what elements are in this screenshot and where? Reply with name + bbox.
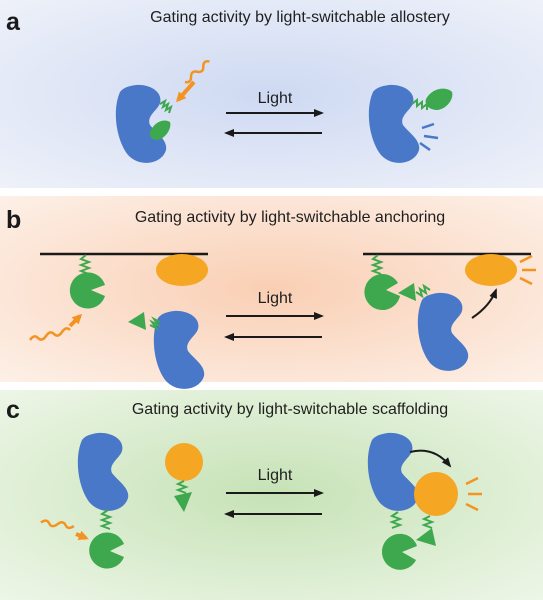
linker-spring <box>175 480 189 494</box>
photoswitch-domain <box>364 274 400 311</box>
protein-shape <box>77 432 129 511</box>
linker-spring <box>415 283 431 299</box>
photoswitch-domain <box>149 120 171 140</box>
protein-shape <box>153 310 205 389</box>
panel-c-label: c <box>6 396 20 424</box>
light-wave-icon <box>40 519 75 530</box>
light-wave-icon <box>184 60 210 84</box>
panel-a-label: a <box>6 8 21 36</box>
photoswitch-peptide <box>174 492 192 512</box>
partner-protein <box>414 472 458 516</box>
photoswitch-domain <box>89 532 124 569</box>
light-arrow-icon <box>176 80 196 103</box>
activity-signal-icon <box>419 122 439 152</box>
activity-signal-icon <box>465 476 482 512</box>
panel-c-background <box>0 390 543 600</box>
protein-shape <box>368 84 420 163</box>
linker-spring <box>149 316 161 331</box>
partner-protein <box>165 443 203 481</box>
linker-spring <box>370 254 384 275</box>
activity-signal-icon <box>519 254 536 286</box>
photoswitch-peptide <box>398 283 416 301</box>
light-arrow-icon <box>75 530 89 541</box>
protein-shape <box>115 84 167 163</box>
panel-b: b Gating activity by light-switchable an… <box>0 196 543 389</box>
recruitment-arrow <box>471 288 497 319</box>
panel-b-arrow-label: Light <box>258 290 293 307</box>
protein-shape <box>367 432 419 511</box>
protein-shape <box>417 292 469 371</box>
panel-a-arrow-label: Light <box>258 90 293 107</box>
photoswitch-peptide <box>128 312 146 330</box>
panel-c: c Gating activity by light-switchable sc… <box>0 390 543 600</box>
recruitment-arrow <box>409 449 452 468</box>
linker-spring <box>99 509 113 530</box>
panel-a: a Gating activity by light-switchable al… <box>0 0 543 188</box>
linker-spring <box>159 98 173 114</box>
linker-spring <box>421 515 435 529</box>
panel-c-title: Gating activity by light-switchable scaf… <box>132 401 448 418</box>
photoswitch-domain <box>69 272 105 309</box>
photoswitch-peptide <box>416 528 436 546</box>
linker-spring <box>389 511 403 529</box>
photoswitch-domain <box>381 533 417 570</box>
light-wave-icon <box>28 327 71 341</box>
light-arrow-icon <box>68 313 83 328</box>
panel-a-title: Gating activity by light-switchable allo… <box>150 9 450 26</box>
photoswitch-domain <box>425 88 453 110</box>
panel-a-background <box>0 0 543 188</box>
partner-protein <box>156 254 208 286</box>
panel-c-arrow-label: Light <box>258 467 293 484</box>
linker-spring <box>78 254 92 275</box>
panel-b-label: b <box>6 206 21 234</box>
partner-protein <box>465 254 517 286</box>
panel-b-title: Gating activity by light-switchable anch… <box>135 209 445 226</box>
